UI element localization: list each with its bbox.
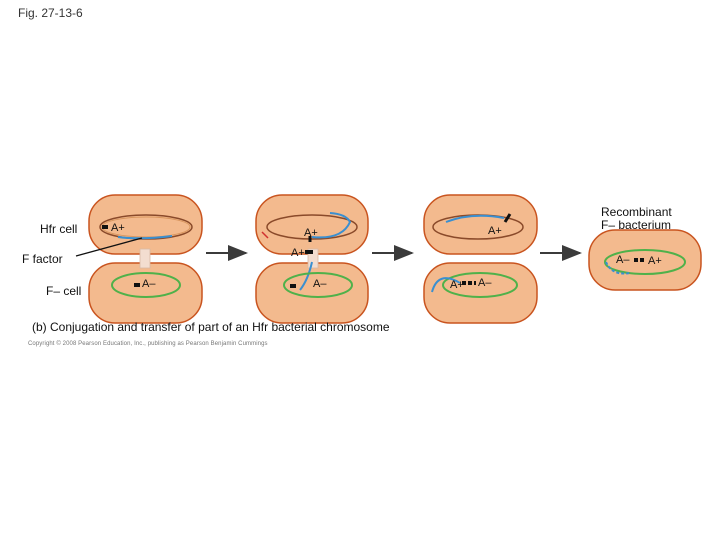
f-minus-cell-1 — [88, 262, 203, 324]
replicating-dna-2 — [311, 212, 352, 239]
recombinant-chromosome — [604, 249, 686, 275]
mating-bridge-1 — [139, 248, 151, 269]
transferred-fragment-3 — [431, 277, 461, 293]
recipient-chromosome-3 — [442, 272, 518, 298]
hfr-cell-1 — [88, 194, 203, 255]
recombinant-cell — [588, 229, 702, 291]
allele-label-a-plus-4: A+ — [648, 255, 662, 267]
f-factor-pointer — [75, 237, 143, 257]
mating-bridge-2 — [307, 248, 319, 269]
hfr-chromosome-2 — [266, 214, 358, 240]
allele-label-a-plus-3b: A+ — [450, 279, 464, 291]
degraded-fragment — [605, 261, 631, 275]
recombinant-label-line1: Recombinant — [601, 205, 672, 219]
hfr-cell-label: Hfr cell — [40, 222, 78, 236]
allele-label-a-plus-3a: A+ — [488, 225, 502, 237]
rotation-arrow-2 — [261, 231, 269, 239]
figure-caption: (b) Conjugation and transfer of part of … — [32, 320, 390, 334]
transferred-strand-2 — [299, 261, 313, 291]
hfr-cell-2 — [255, 194, 369, 255]
allele-marker-3a — [503, 213, 512, 223]
recipient-chromosome-1 — [111, 272, 181, 298]
allele-label-a-minus-3: A– — [478, 277, 492, 289]
recombinant-label: Recombinant F– bacterium — [601, 206, 672, 232]
stage-3: A+ A+ A– — [423, 194, 538, 324]
f-minus-cell-label: F– cell — [46, 284, 82, 298]
copyright-notice: Copyright © 2008 Pearson Education, Inc.… — [28, 341, 268, 347]
stage-4: A– A+ — [588, 229, 702, 291]
f-factor-segment-1 — [117, 235, 173, 240]
recombinant-label-line2: F– bacterium — [601, 218, 672, 232]
allele-label-a-plus-1: A+ — [111, 222, 125, 234]
allele-label-a-plus-2a: A+ — [304, 227, 318, 239]
replicated-dna-3 — [445, 214, 505, 223]
figure-label: Fig. 27-13-6 — [18, 6, 83, 20]
stage-1: A+ A– — [75, 194, 203, 324]
stage-2: A+ A+ A– — [255, 194, 369, 324]
allele-label-a-minus-1: A– — [142, 278, 156, 290]
allele-label-a-minus-4: A– — [616, 254, 630, 266]
allele-label-a-plus-2b: A+ — [291, 247, 305, 259]
allele-label-a-minus-2: A– — [313, 278, 327, 290]
f-minus-cell-3 — [423, 262, 538, 324]
f-factor-label: F factor — [22, 252, 63, 266]
hfr-cell-3 — [423, 194, 538, 255]
recipient-chromosome-2 — [283, 272, 353, 298]
f-minus-cell-2 — [255, 262, 369, 324]
